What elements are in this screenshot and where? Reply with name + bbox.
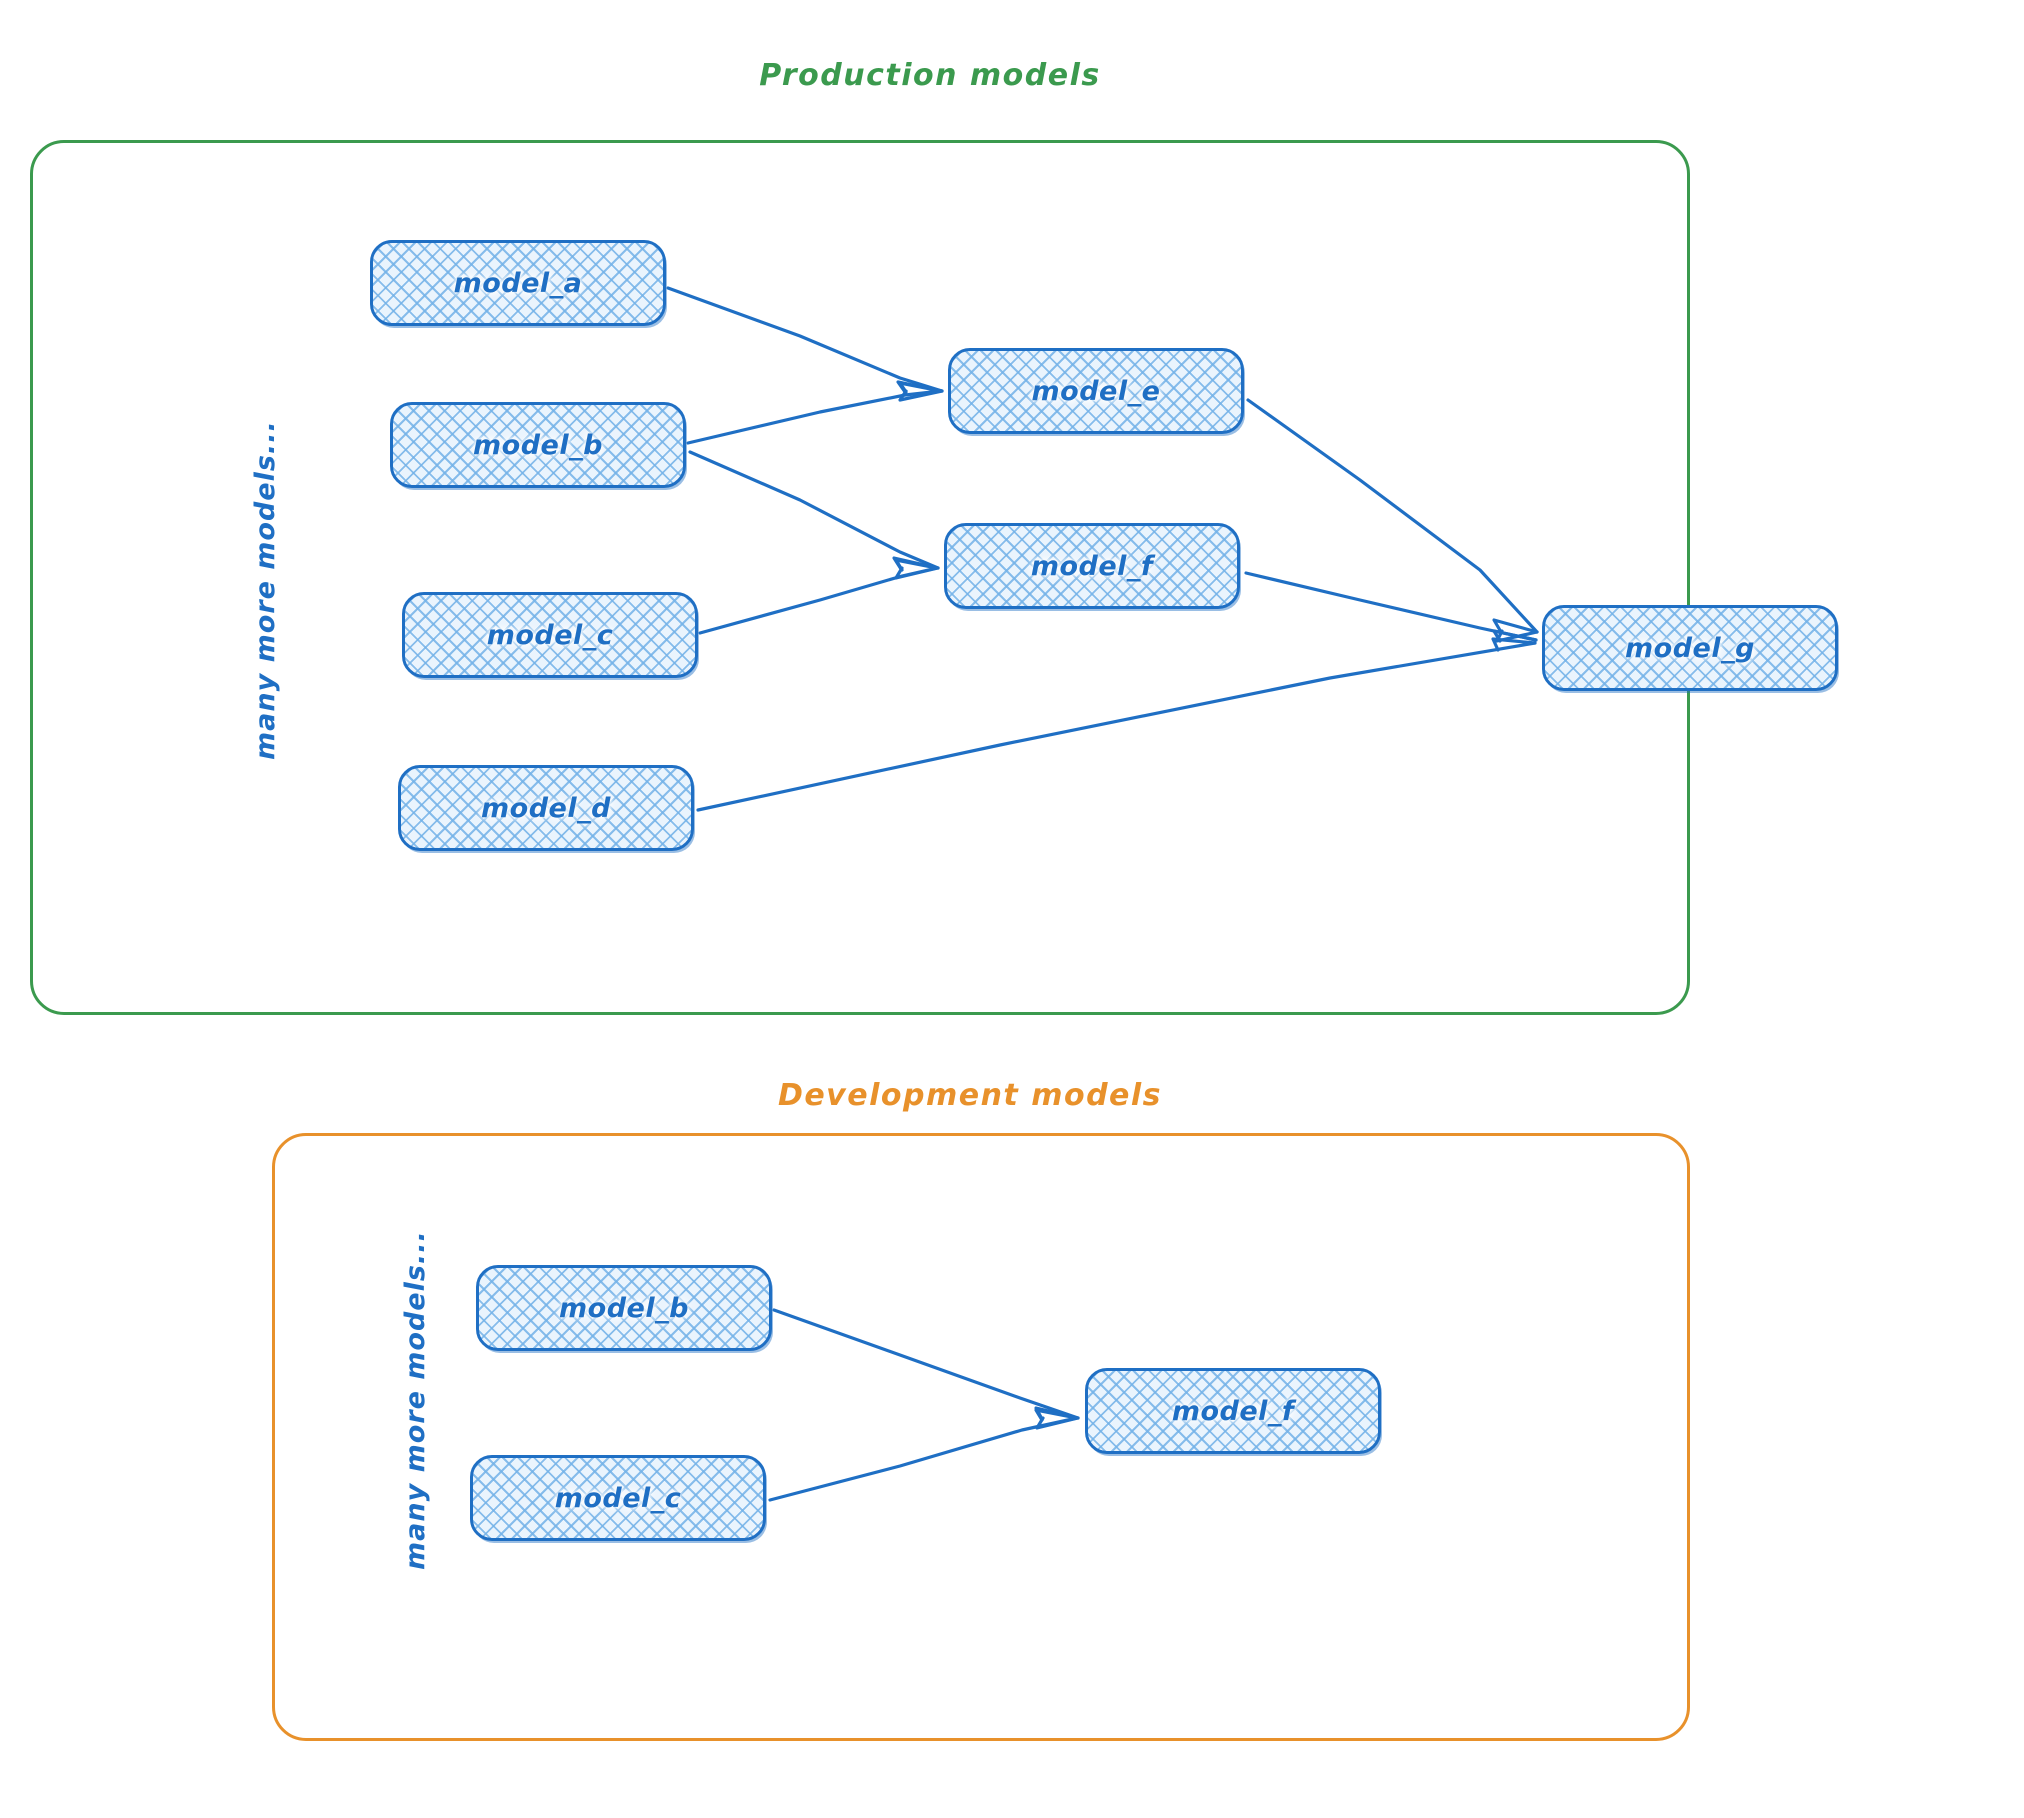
development-group-frame	[272, 1133, 1690, 1741]
node-label: model_b	[559, 1292, 689, 1324]
node-dev-model_b[interactable]: model_b	[476, 1265, 772, 1351]
node-model_a[interactable]: model_a	[370, 240, 666, 326]
development-group-title: Development models	[777, 1078, 1163, 1113]
node-label: model_c	[554, 1482, 682, 1514]
node-label: model_g	[1625, 632, 1755, 664]
node-model_b[interactable]: model_b	[390, 402, 686, 488]
production-group-title: Production models	[759, 58, 1101, 93]
node-label: model_b	[473, 429, 603, 461]
node-label: model_e	[1031, 375, 1161, 407]
node-model_f[interactable]: model_f	[944, 523, 1240, 609]
production-group-frame	[30, 140, 1690, 1015]
node-model_e[interactable]: model_e	[948, 348, 1244, 434]
node-label: model_c	[486, 619, 614, 651]
node-model_d[interactable]: model_d	[398, 765, 694, 851]
production-many-more-models-label: many more models...	[250, 420, 281, 760]
node-label: model_a	[453, 267, 583, 299]
node-label: model_d	[481, 792, 611, 824]
node-label: model_f	[1030, 550, 1154, 582]
node-dev-model_c[interactable]: model_c	[470, 1455, 766, 1541]
node-model_c[interactable]: model_c	[402, 592, 698, 678]
node-label: model_f	[1171, 1395, 1295, 1427]
node-dev-model_f[interactable]: model_f	[1085, 1368, 1381, 1454]
development-many-more-models-label: many more models...	[400, 1230, 431, 1570]
node-model_g[interactable]: model_g	[1542, 605, 1838, 691]
